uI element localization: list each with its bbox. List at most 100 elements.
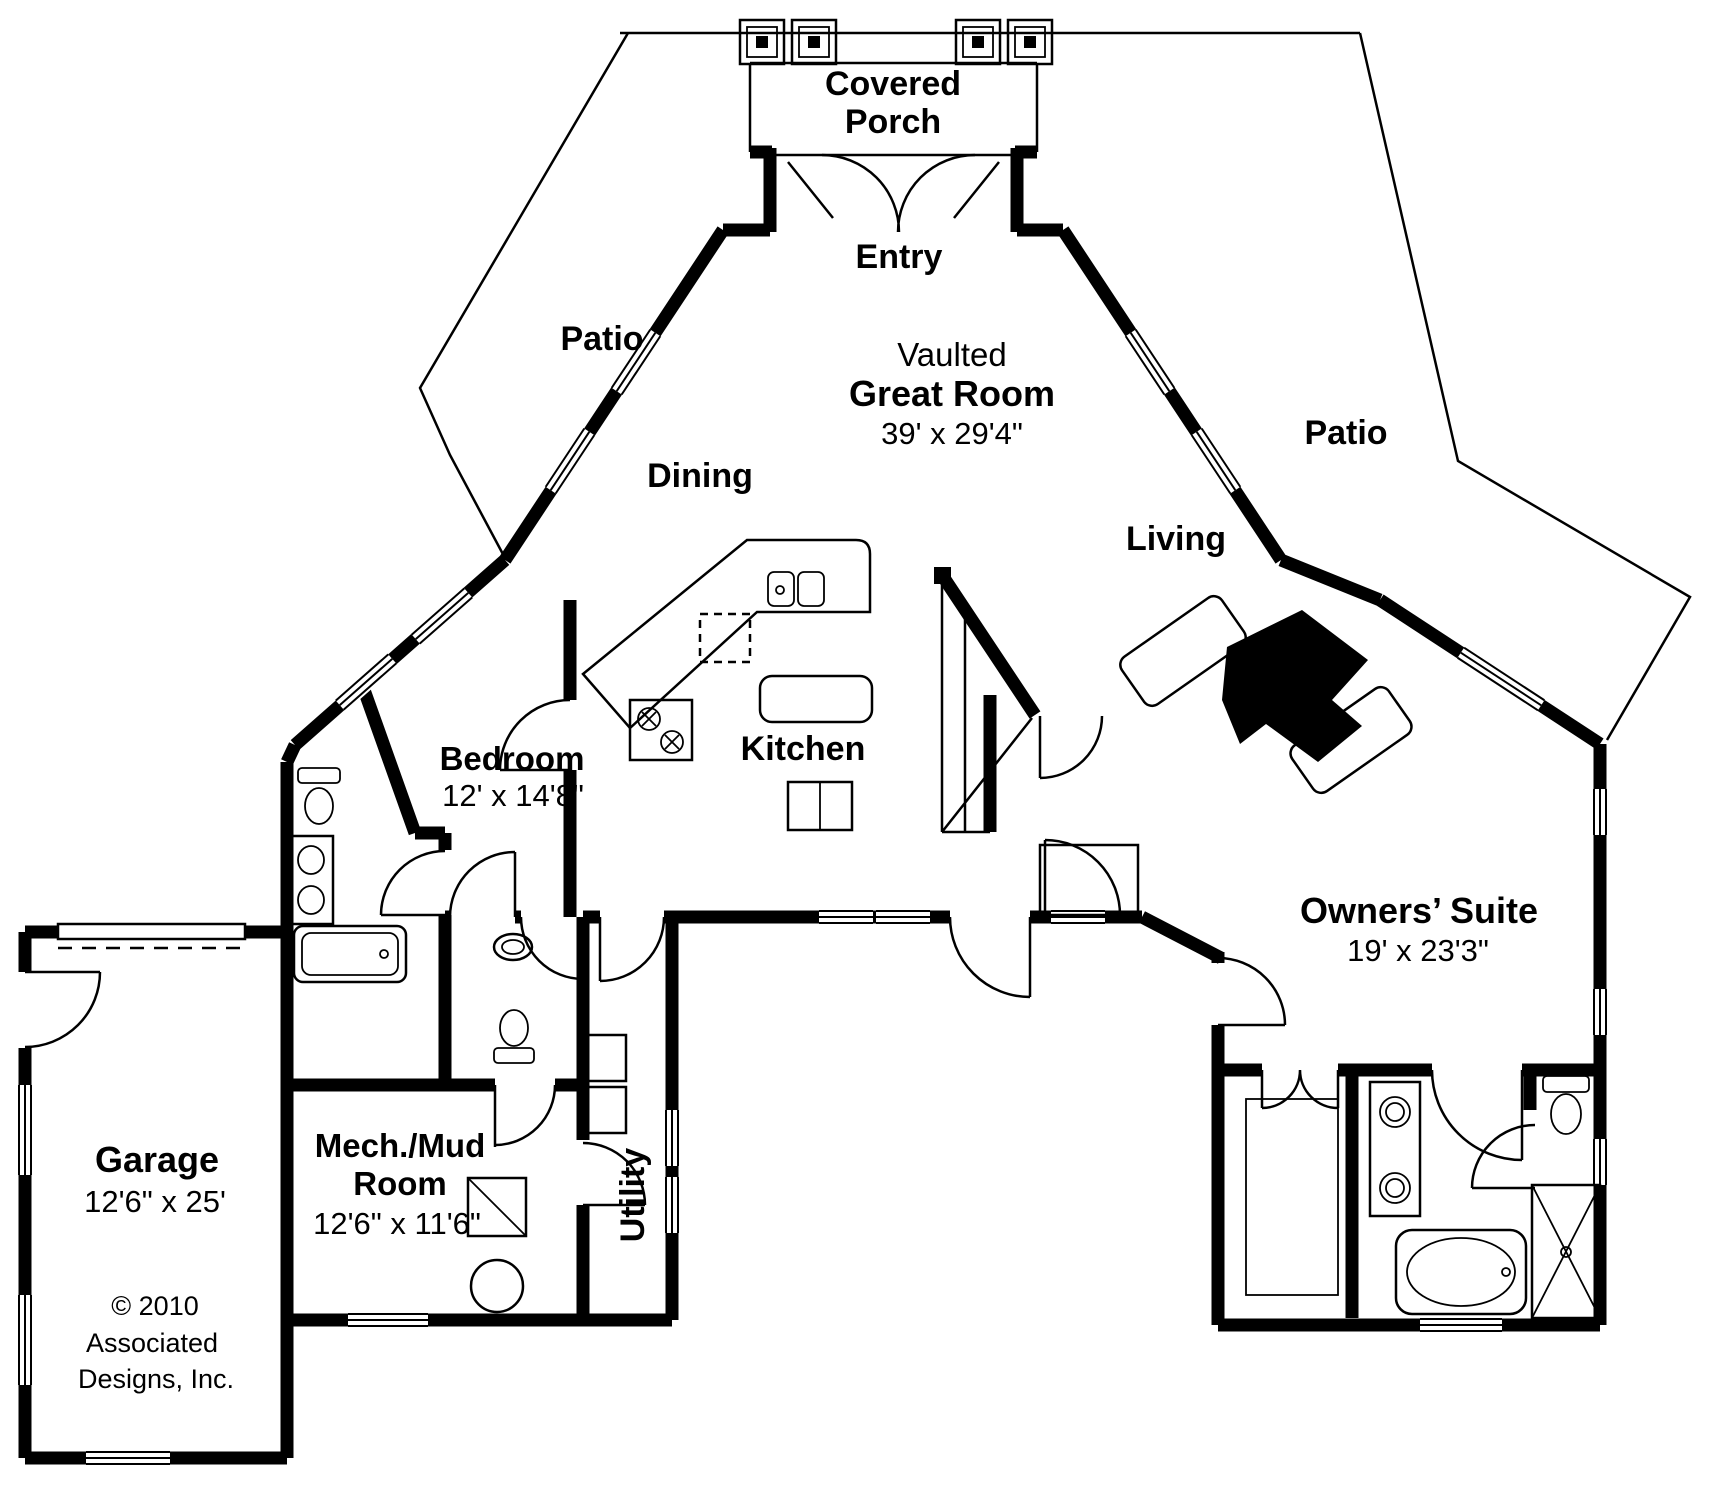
room-dims-owners-suite: 19' x 23'3" [1347, 933, 1489, 968]
patio-outlines [418, 31, 1692, 741]
porch-column-icon [790, 18, 838, 66]
window-icon [819, 908, 873, 926]
owners-suite-door-icon [1217, 956, 1287, 1027]
dryer-icon [586, 1085, 628, 1135]
room-dims-great-room: 39' x 29'4" [881, 416, 1023, 451]
windows [16, 327, 1609, 1467]
closet-double-door-icon [1260, 1069, 1340, 1110]
fireplace-icon [1119, 594, 1413, 795]
room-label-kitchen: Kitchen [741, 730, 866, 768]
room-dims-mech-mud: 12'6" x 11'6" [313, 1206, 481, 1241]
window-icon [16, 1295, 34, 1385]
window-icon [348, 1311, 428, 1329]
interior-walls [287, 571, 1600, 1320]
window-icon [333, 652, 399, 712]
rear-door-icon [948, 916, 1032, 999]
shower-door-icon [1470, 1123, 1536, 1190]
bathtub-icon [292, 924, 408, 984]
kitchen-hall-door-icon [498, 698, 571, 772]
pantry-door-icon [1038, 715, 1104, 780]
hall-bath-fixtures [492, 932, 535, 1064]
room-labels: Covered Porch Entry Patio Patio Vaulted … [84, 65, 1538, 1242]
bedroom-door-icon [448, 850, 517, 918]
room-label-covered-porch-2: Porch [845, 103, 941, 141]
owners-bath-fixtures [1245, 1075, 1602, 1320]
window-icon [1123, 327, 1177, 397]
window-icon [663, 1110, 681, 1166]
utility-fixtures [466, 1033, 628, 1314]
kitchen-sink-icon [767, 571, 825, 607]
porch-columns [738, 18, 1054, 66]
room-label-great-room: Great Room [849, 373, 1055, 414]
doors [24, 153, 1536, 1207]
copyright-line-3: Designs, Inc. [78, 1364, 234, 1394]
window-icon [16, 1085, 34, 1175]
room-label-patio-left: Patio [560, 320, 643, 358]
room-label-covered-porch-1: Covered [825, 65, 961, 103]
sink-icon [492, 932, 534, 962]
room-label-owners-suite: Owners’ Suite [1300, 890, 1538, 931]
window-icon [1591, 989, 1609, 1035]
range-icon [628, 698, 694, 762]
washer-icon [586, 1033, 628, 1083]
bathtub-icon [1394, 1228, 1528, 1316]
window-icon [86, 1449, 170, 1467]
window-icon [543, 426, 597, 496]
window-icon [1189, 426, 1243, 496]
room-label-living: Living [1126, 520, 1226, 558]
room-label-dining: Dining [647, 457, 753, 495]
bedroom-bath-door-icon [379, 849, 446, 917]
kitchen-counter [581, 538, 872, 730]
window-icon [1591, 789, 1609, 835]
garage-entry-door-icon [24, 970, 102, 1049]
mech-utility-door-icon [582, 1141, 647, 1207]
room-label-bedroom: Bedroom [440, 740, 585, 777]
hall-bath-door-icon [519, 916, 585, 981]
kitchen-fixtures [581, 538, 874, 832]
toilet-icon [297, 767, 341, 825]
window-icon [1051, 908, 1105, 926]
refrigerator-icon [786, 780, 854, 832]
walkin-closet-shelving [1245, 1098, 1339, 1296]
shower-icon [1530, 1183, 1602, 1320]
room-label-garage: Garage [95, 1139, 219, 1180]
entry-sidelight-icon [787, 161, 1000, 219]
window-icon [876, 908, 930, 926]
room-label-utility: Utility [614, 1148, 652, 1243]
double-vanity-icon [1368, 1080, 1422, 1218]
window-icon [609, 327, 663, 397]
window-icon [1455, 645, 1547, 713]
copyright-line-2: Associated [86, 1328, 218, 1358]
furnace-icon [466, 1176, 528, 1238]
hall-closet-door-icon [1043, 838, 1122, 916]
dishwasher-icon [698, 612, 752, 664]
utility-door-icon [598, 916, 666, 983]
kitchen-island [758, 674, 874, 724]
window-icon [1420, 1316, 1502, 1334]
entry-double-door-icon [821, 153, 976, 233]
exterior-walls [18, 145, 1607, 1465]
room-label-entry: Entry [856, 238, 943, 276]
window-icon [663, 1177, 681, 1233]
bedroom-bath-fixtures [287, 767, 408, 984]
hall-closet [1038, 843, 1140, 917]
patio-left-outline [418, 32, 630, 559]
copyright-line-1: © 2010 [111, 1291, 198, 1321]
mech-room-door-icon [493, 1084, 557, 1147]
garage-door-icon [56, 922, 247, 950]
toilet-icon [1542, 1075, 1590, 1135]
angled-closet [940, 575, 1033, 834]
room-label-great-room-prefix: Vaulted [897, 336, 1006, 373]
porch-column-icon [1006, 18, 1054, 66]
copyright-note: © 2010 Associated Designs, Inc. [78, 1291, 234, 1394]
porch-column-icon [738, 18, 786, 66]
porch-column-icon [954, 18, 1002, 66]
window-icon [409, 586, 475, 646]
room-dims-bedroom: 12' x 14'8" [442, 778, 584, 813]
covered-porch-outline [748, 61, 1039, 157]
toilet-icon [493, 1009, 535, 1064]
patio-right-outline [1358, 32, 1692, 741]
window-icon [1591, 1139, 1609, 1185]
